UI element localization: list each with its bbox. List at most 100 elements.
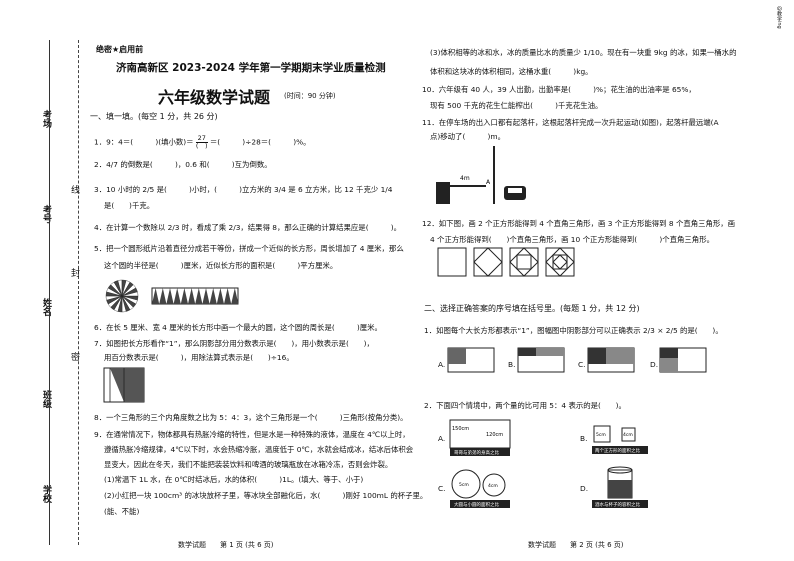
seal-feng: 封 xyxy=(69,268,79,277)
rect-tooth xyxy=(195,288,203,304)
s2q2-d-caption: 酒水与杯子的容积之比 xyxy=(595,501,640,508)
rect-tooth xyxy=(152,288,160,304)
rect-tooth xyxy=(216,288,224,304)
s2q2-fig-c: 5cm 4cm 大圆与小圆的面积之比 xyxy=(450,469,510,508)
q2: 2．4/7 的倒数是( )，0.6 和( )互为倒数。 xyxy=(94,160,272,169)
s2q1-grid-a xyxy=(447,347,495,373)
s2q2-fig-d: 酒水与杯子的容积之比 xyxy=(592,466,648,508)
binding-id-label: 考号 xyxy=(41,205,51,223)
binding-school-label: 学校 xyxy=(41,485,51,503)
q9: 9．在通常情况下，物体都具有热胀冷缩的特性，但是水是一种特殊的液体，温度在 4℃… xyxy=(94,430,410,439)
s2q2-b-caption: 两个正方形的面积之比 xyxy=(595,447,640,454)
q1-frac-den: ( ) xyxy=(195,142,208,150)
rect-tooth xyxy=(209,288,217,304)
q9c: 显变大，因此在冬天，我们不能把装装饮料和啤酒的玻璃瓶放在冰箱冷冻，否则会炸裂。 xyxy=(104,460,393,469)
q11b: 点)移动了( )m。 xyxy=(430,132,505,141)
s2q2-opt-c-label: C. xyxy=(438,484,446,493)
q6: 6．在长 5 厘米、宽 4 厘米的长方形中画一个最大的圆，这个圆的周长是( )厘… xyxy=(94,323,382,332)
s2q1: 1．如图每个大长方形都表示“1”，图幅图中阴影部分可以正确表示 2/3 × 2/… xyxy=(424,326,723,335)
s2q2-c-caption: 大圆与小圆的面积之比 xyxy=(454,501,499,508)
q1: 1．9：4＝( )(填小数)＝ 27 ( ) ＝( )÷28＝( )%。 xyxy=(94,135,311,150)
s2q2-b-label-1: 5cm xyxy=(596,432,606,438)
rect-tooth xyxy=(180,288,188,304)
q5b: 这个圆的半径是( )厘米，近似长方形的面积是( )平方厘米。 xyxy=(104,261,338,270)
q12-square-3 xyxy=(509,247,539,277)
s2q2-a-label-1: 150cm xyxy=(452,426,469,432)
s2q2-opt-b-label: B. xyxy=(580,434,588,443)
q9f: (能、不能) xyxy=(104,507,140,516)
q8: 8．一个三角形的三个内角度数之比为 5：4：3，这个三角形是一个( )三角形(按… xyxy=(94,413,408,422)
exam-title: 济南高新区 2023-2024 学年第一学期期末学业质量检测 xyxy=(116,62,386,74)
rect-tooth xyxy=(231,288,239,304)
s2q2-opt-a-label: A. xyxy=(438,434,446,443)
q12-square-1 xyxy=(437,247,467,277)
q11: 11．在停车场的出入口都有起落杆，这根起落杆完成一次升起运动(如图)，起落杆最远… xyxy=(422,118,719,127)
s2q2-opt-d-label: D. xyxy=(580,484,589,493)
secret-mark: 绝密★启用前 xyxy=(96,45,144,54)
rect-tooth xyxy=(159,288,167,304)
q12b: 4 个正方形能得到( )个直角三角形，画 10 个正方形能得到( )个直角三角形… xyxy=(430,235,714,244)
s2q2: 2．下面四个情境中，两个量的比可用 5：4 表示的是( )。 xyxy=(424,401,626,410)
binding-class-label: 班级 xyxy=(41,390,51,408)
q1-fraction: 27 ( ) xyxy=(195,134,208,150)
q5: 5．把一个圆形纸片沿着直径分成若干等份，拼成一个近似的长方形，周长增加了 4 厘… xyxy=(94,244,404,253)
q11-length-label: 4m xyxy=(460,175,470,182)
q9b: 遵循热胀冷缩规律，4℃以下时，水会热缩冷胀，温度低于 0℃，水就会结成冰，结冰后… xyxy=(104,445,414,454)
binding-room-label: 考场 xyxy=(41,110,51,128)
q1-text: 1．9：4＝( )(填小数)＝ xyxy=(94,137,194,147)
s2q1-grid-d xyxy=(659,347,707,373)
q3b: 是( )千克。 xyxy=(104,201,155,210)
corner-mark: @教学ing xyxy=(776,6,782,29)
s2q2-fig-a: 150cm 120cm 哥哥与弟弟的身高之比 xyxy=(449,419,511,456)
q3: 3．10 小时的 2/5 是( )小时，( )立方米的 3/4 是 6 立方米，… xyxy=(94,185,393,194)
q5-figure xyxy=(105,279,239,313)
binding-dashed-line xyxy=(78,40,79,545)
s2q2-b-label-2: 4cm xyxy=(623,432,633,438)
s2q1-opt-c-label: C. xyxy=(578,360,586,369)
q10b: 现有 500 千克的花生仁能榨出( )千克花生油。 xyxy=(430,101,603,110)
time-note: (时间：90 分钟) xyxy=(284,92,336,100)
q12-square-4 xyxy=(545,247,575,277)
q9e: (2)小红把一块 100cm³ 的冰块放杯子里，等冰块全部融化后，水( )刚好 … xyxy=(104,491,428,500)
circle-sector xyxy=(121,291,139,297)
q7-figure xyxy=(103,367,145,403)
rect-tooth xyxy=(173,288,181,304)
footer-right: 数学试题 第 2 页 (共 6 页) xyxy=(528,541,624,549)
q11-point-label: A xyxy=(486,179,491,186)
section1-heading: 一、填一填。(每空 1 分，共 26 分) xyxy=(90,112,218,121)
q11-figure: 4m A xyxy=(436,146,526,204)
q7b: 用百分数表示是( )，用除法算式表示是( )÷16。 xyxy=(104,353,294,362)
q7: 7．如图把长方形看作“1”，那么阴影部分用分数表示是( )，用小数表示是( )， xyxy=(94,339,374,348)
rect-tooth xyxy=(166,288,174,304)
q12: 12．如下图，画 2 个正方形能得到 4 个直角三角形，画 3 个正方形能得到 … xyxy=(422,219,736,228)
q7-shaded xyxy=(110,368,144,402)
circle-sectors xyxy=(105,279,139,313)
s2q2-a-label-2: 120cm xyxy=(486,432,503,438)
seal-mi: 密 xyxy=(69,352,79,361)
q4: 4．在计算一个数除以 2/3 时，看成了乘 2/3，结果得 8，那么正确的计算结… xyxy=(94,223,402,232)
s2q2-fig-b: 5cm 4cm 两个正方形的面积之比 xyxy=(592,425,648,454)
q9d: (1)常温下 1L 水，在 0℃时结冰后，水的体积( )1L。(填大、等于、小于… xyxy=(104,475,364,484)
s2q2-c-label-1: 5cm xyxy=(459,482,469,488)
rect-tooth xyxy=(224,288,232,304)
q12-square-2 xyxy=(473,247,503,277)
q9h: 体积和这块冰的体积相同，这桶水重( )kg。 xyxy=(430,67,593,76)
q1-frac-num: 27 xyxy=(195,134,208,143)
subject-title: 六年级数学试题 xyxy=(158,88,271,107)
s2q1-opt-a-label: A. xyxy=(438,360,446,369)
q9g: (3)体积相等的冰和水，冰的质量比水的质量少 1/10。现在有一块重 9kg 的… xyxy=(430,48,737,57)
binding-name-label: 姓名 xyxy=(41,298,51,316)
rect-tooth xyxy=(202,288,210,304)
s2q1-opt-b-label: B. xyxy=(508,360,516,369)
q12-figure xyxy=(437,247,575,277)
s2q1-opt-d-label: D. xyxy=(650,360,659,369)
s2q1-grid-b xyxy=(517,347,565,373)
rectangle-teeth xyxy=(152,288,239,304)
footer-left: 数学试题 第 1 页 (共 6 页) xyxy=(178,541,274,549)
gate-box xyxy=(436,182,450,204)
section2-heading: 二、选择正确答案的序号填在括号里。(每题 1 分，共 12 分) xyxy=(424,304,640,313)
s2q2-a-caption: 哥哥与弟弟的身高之比 xyxy=(454,449,499,456)
binding-line xyxy=(49,40,50,545)
s2q2-c-label-2: 4cm xyxy=(488,483,498,489)
s2q1-grid-c xyxy=(587,347,635,373)
